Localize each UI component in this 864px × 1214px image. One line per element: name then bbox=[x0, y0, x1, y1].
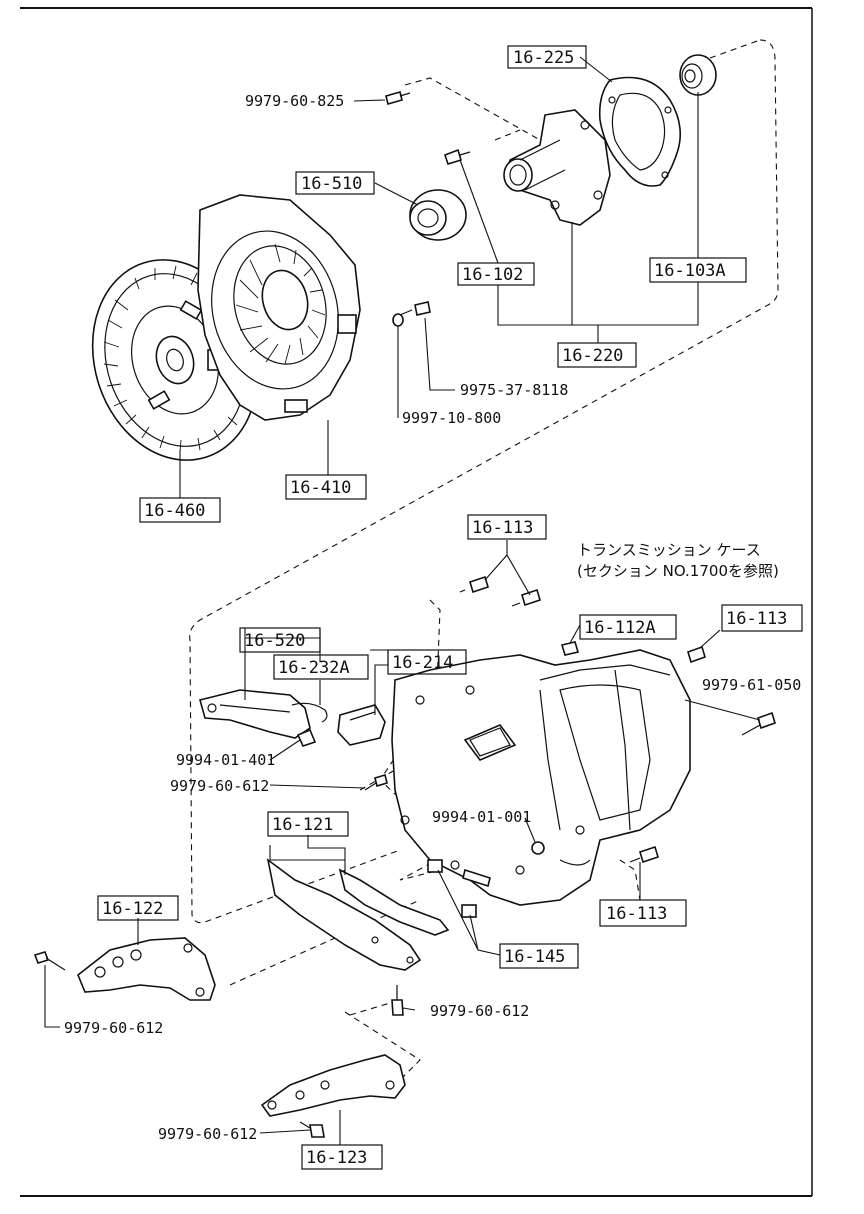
bolt-9979-60-612-mid bbox=[391, 985, 404, 1016]
bolt-9975-37-8118 bbox=[399, 301, 431, 316]
svg-text:16-460: 16-460 bbox=[144, 501, 205, 521]
bracket-16-122 bbox=[77, 937, 216, 1001]
dowel-pin-a bbox=[427, 859, 443, 873]
part-label-9979-60-612-d: 9979-60-612 bbox=[158, 1125, 257, 1143]
dust-boot bbox=[337, 704, 386, 746]
svg-text:16-220: 16-220 bbox=[562, 346, 623, 366]
bracket-16-123 bbox=[260, 1054, 406, 1117]
front-cover-sleeve bbox=[503, 109, 611, 226]
part-label-16-145: 16-145 bbox=[499, 943, 579, 969]
bracket-16-121 bbox=[266, 858, 450, 971]
svg-text:トランスミッション ケース: トランスミッション ケース bbox=[577, 541, 761, 559]
part-label-16-113-right: 16-113 bbox=[721, 604, 803, 632]
svg-text:16-112A: 16-112A bbox=[584, 618, 656, 638]
svg-text:16-121: 16-121 bbox=[272, 815, 333, 835]
leader-lines bbox=[44, 56, 761, 1145]
part-label-16-510: 16-510 bbox=[295, 171, 375, 195]
svg-text:16-520: 16-520 bbox=[244, 631, 305, 651]
svg-text:16-145: 16-145 bbox=[504, 947, 565, 967]
upper-dashed-boundary bbox=[189, 39, 779, 924]
bolt-9979-61-050 bbox=[741, 711, 776, 736]
dowel-pin-b bbox=[461, 904, 477, 918]
svg-text:16-113: 16-113 bbox=[726, 609, 787, 629]
svg-text:16-103A: 16-103A bbox=[654, 261, 726, 281]
part-label-9994-01-401: 9994-01-401 bbox=[176, 751, 275, 769]
part-label-9994-01-001: 9994-01-001 bbox=[432, 808, 531, 826]
part-label-16-220: 16-220 bbox=[557, 342, 637, 368]
part-label-16-103a: 16-103A bbox=[649, 257, 747, 283]
svg-text:16-225: 16-225 bbox=[513, 48, 574, 68]
svg-text:16-510: 16-510 bbox=[301, 174, 362, 194]
upper-dashed-left bbox=[494, 129, 521, 141]
part-label-9979-61-050: 9979-61-050 bbox=[702, 676, 801, 694]
part-label-9979-60-612-a: 9979-60-612 bbox=[170, 777, 269, 795]
svg-text:16-123: 16-123 bbox=[306, 1148, 367, 1168]
part-label-16-123: 16-123 bbox=[301, 1144, 383, 1170]
transmission-case-note: トランスミッション ケース (セクション NO.1700を参照) bbox=[577, 541, 779, 580]
bolt-16-112a bbox=[560, 641, 580, 656]
bolt-16-113-a bbox=[459, 575, 489, 594]
part-label-16-113-top: 16-113 bbox=[467, 514, 547, 540]
bolt-16-113-c bbox=[687, 645, 706, 664]
part-label-9975-37-8118: 9975-37-8118 bbox=[460, 381, 568, 399]
svg-text:16-113: 16-113 bbox=[606, 904, 667, 924]
svg-text:16-113: 16-113 bbox=[472, 518, 533, 538]
bolt-16-113-d bbox=[629, 845, 659, 864]
stud-bolt bbox=[462, 868, 491, 888]
oil-seal bbox=[679, 54, 717, 96]
bolt-9979-60-612-left bbox=[33, 951, 66, 971]
release-bearing bbox=[409, 189, 467, 241]
part-label-9979-60-825: 9979-60-825 bbox=[245, 92, 344, 110]
transmission-case bbox=[391, 649, 691, 906]
part-label-9979-60-612-c: 9979-60-612 bbox=[64, 1019, 163, 1037]
part-label-16-121: 16-121 bbox=[267, 811, 349, 837]
release-fork bbox=[199, 689, 311, 739]
gasket bbox=[598, 76, 681, 187]
retaining-spring bbox=[291, 702, 328, 723]
part-label-9979-60-612-b: 9979-60-612 bbox=[430, 1002, 529, 1020]
bolt-9979-60-612-fork bbox=[364, 773, 388, 791]
part-label-16-102: 16-102 bbox=[457, 262, 535, 286]
clutch-cover bbox=[197, 194, 361, 421]
nut-9994-01-401 bbox=[296, 728, 317, 747]
svg-text:16-122: 16-122 bbox=[102, 899, 163, 919]
part-label-16-460: 16-460 bbox=[139, 497, 221, 523]
bolt-9979-60-825 bbox=[385, 91, 411, 105]
svg-text:16-102: 16-102 bbox=[462, 265, 523, 285]
part-label-16-122: 16-122 bbox=[97, 895, 179, 921]
part-label-16-113-bottom: 16-113 bbox=[599, 899, 687, 927]
part-label-9997-10-800: 9997-10-800 bbox=[402, 409, 501, 427]
svg-text:16-232A: 16-232A bbox=[278, 658, 350, 678]
part-label-16-214: 16-214 bbox=[387, 649, 467, 675]
part-label-16-232a: 16-232A bbox=[273, 654, 369, 680]
bolt-16-113-b bbox=[511, 588, 541, 607]
washer-9997-10-800 bbox=[392, 313, 404, 327]
bolt-16-102 bbox=[443, 148, 471, 165]
svg-text:16-410: 16-410 bbox=[290, 478, 351, 498]
svg-text:16-214: 16-214 bbox=[392, 653, 453, 673]
part-label-16-520: 16-520 bbox=[239, 627, 321, 653]
part-label-16-112a: 16-112A bbox=[579, 614, 677, 640]
part-label-16-410: 16-410 bbox=[285, 474, 367, 500]
part-label-16-225: 16-225 bbox=[507, 45, 587, 69]
svg-text:(セクション NO.1700を参照): (セクション NO.1700を参照) bbox=[577, 562, 779, 580]
bolt-9979-60-612-bottom bbox=[299, 1121, 325, 1138]
